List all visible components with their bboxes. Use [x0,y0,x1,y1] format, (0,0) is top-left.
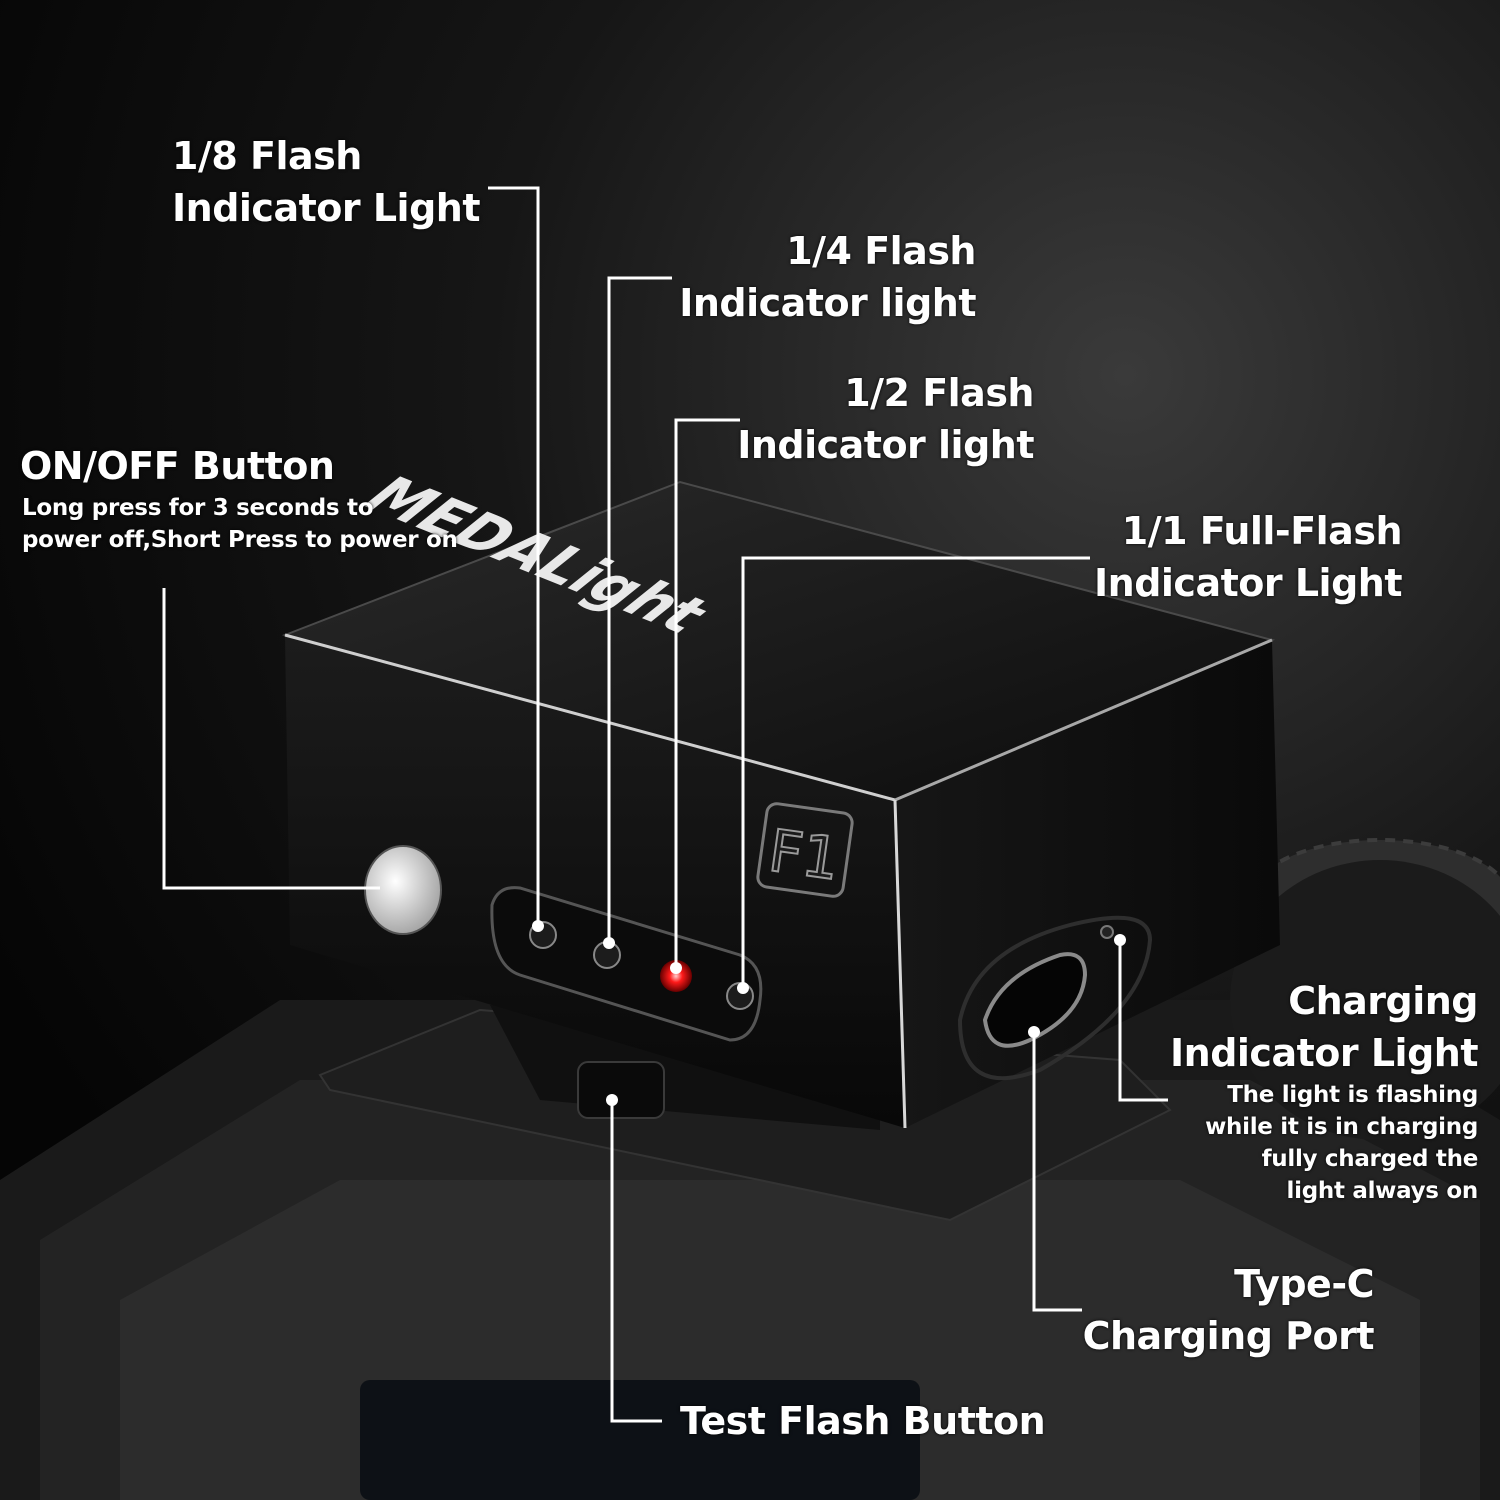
callout-lines [162,186,1168,1423]
callout-line-full [741,556,1090,990]
led-half-active [660,960,692,992]
callout-line-half [674,418,740,970]
test-flash-button[interactable] [577,1061,665,1119]
callout-power-label: ON/OFF Button Long press for 3 seconds t… [20,440,458,556]
callout-line-power [162,588,380,890]
callout-full-label: 1/1 Full-Flash Indicator Light [1094,505,1403,609]
callout-quarter-label: 1/4 Flash Indicator light [679,225,976,329]
callout-quarter-line2: Indicator light [679,281,976,325]
callout-charging-line2: Indicator Light [1170,1031,1479,1075]
callout-eighth-label: 1/8 Flash Indicator Light [172,130,481,234]
callout-eighth-line2: Indicator Light [172,186,481,230]
callout-power-title: ON/OFF Button [20,444,335,488]
callout-half-line1: 1/2 Flash [844,371,1034,415]
callout-line-eighth [488,186,540,928]
callout-full-line2: Indicator Light [1094,561,1403,605]
callout-line-quarter [607,276,672,945]
callout-typec-line2: Charging Port [1082,1314,1375,1358]
callout-half-label: 1/2 Flash Indicator light [737,367,1034,471]
callout-power-desc2: power off,Short Press to power on [22,527,458,553]
callout-full-line1: 1/1 Full-Flash [1121,509,1403,553]
callout-test-line: Test Flash Button [680,1399,1046,1443]
callout-typec-line1: Type-C [1234,1262,1374,1306]
callout-line-typec [1032,1032,1082,1312]
callout-charging-label: Charging Indicator Light The light is fl… [1170,975,1479,1207]
flash-trigger-device: MEDALight F1 [281,464,1280,1129]
callout-quarter-line1: 1/4 Flash [786,229,976,273]
callout-charging-desc4: light always on [1286,1178,1479,1204]
callout-line-charging [1118,940,1168,1102]
callout-charging-desc3: fully charged the [1261,1146,1479,1172]
callout-power-desc1: Long press for 3 seconds to [22,495,374,521]
model-badge: F1 [756,802,854,898]
callout-typec-label: Type-C Charging Port [1082,1258,1375,1362]
callout-charging-line1: Charging [1288,979,1478,1023]
callout-line-test [610,1100,662,1423]
callout-dots [532,920,1126,1106]
type-c-port[interactable] [982,952,1088,1048]
led-panel [490,886,763,1042]
power-button[interactable] [364,845,442,935]
callout-test-label: Test Flash Button [680,1395,1046,1447]
callout-eighth-line1: 1/8 Flash [172,134,362,178]
charging-led [1100,925,1114,939]
callout-charging-desc2: while it is in charging [1205,1114,1478,1140]
callout-half-line2: Indicator light [737,423,1034,467]
svg-text:F1: F1 [765,816,844,893]
callout-charging-desc1: The light is flashing [1227,1082,1478,1108]
